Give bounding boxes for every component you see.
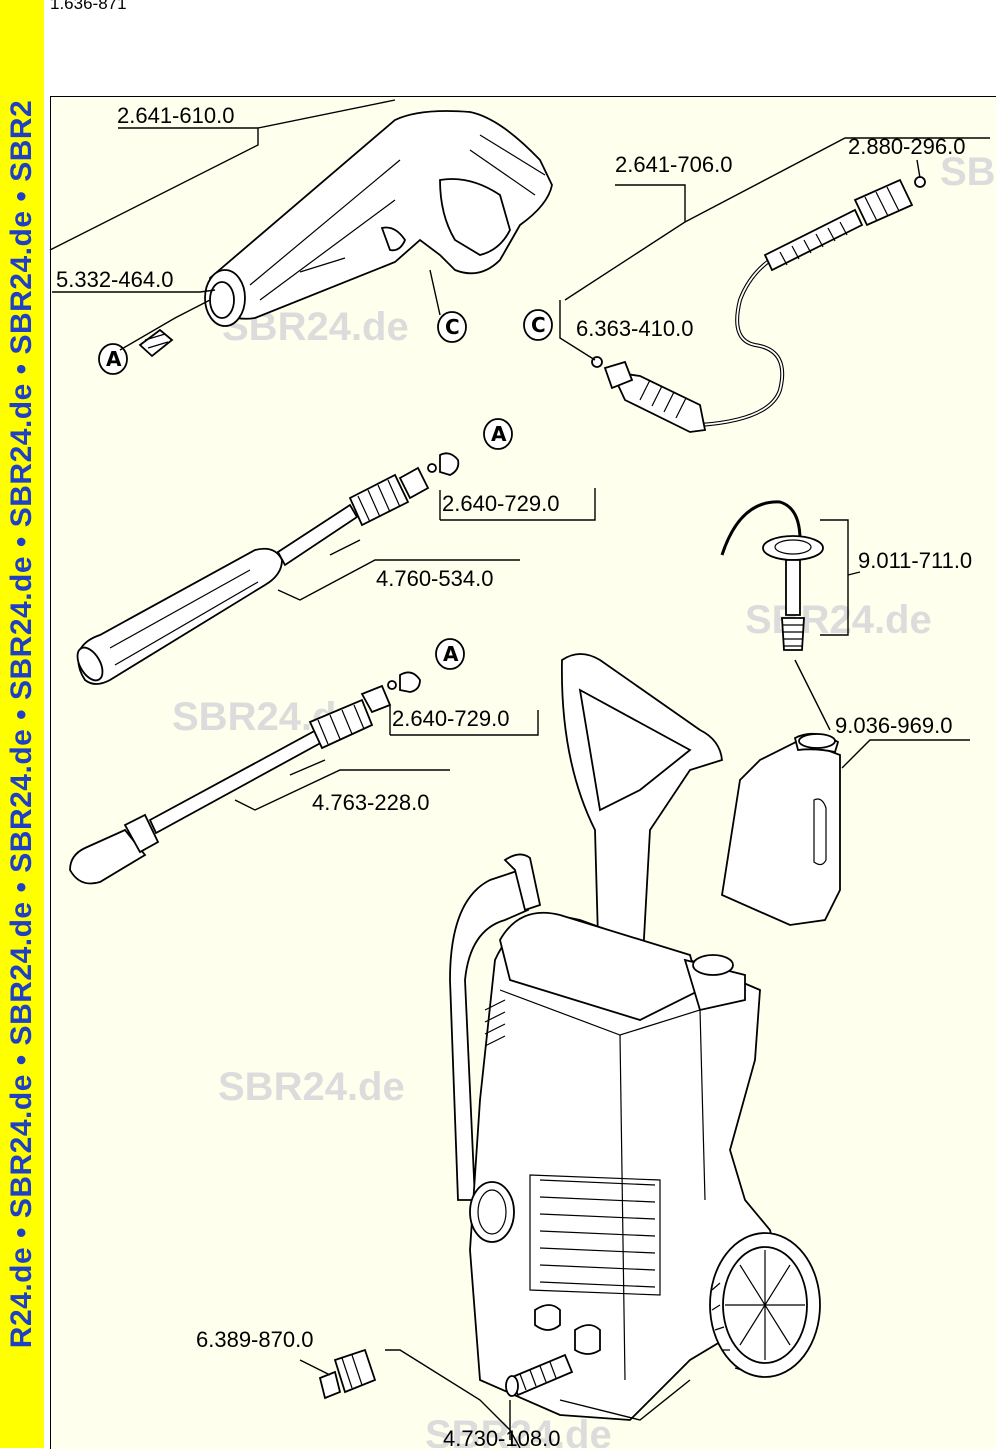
leader-line [684, 137, 990, 223]
high-pressure-hose-drawing [591, 176, 926, 433]
leader-line [559, 300, 596, 361]
connection-mark-c [523, 309, 553, 341]
connection-mark-c-label: C [445, 315, 460, 339]
connection-mark-c-label: C [531, 313, 546, 337]
leader-line [52, 289, 216, 293]
part-label-detergent-tank: 9.036-969.0 [835, 713, 952, 738]
leader-line [794, 659, 831, 731]
water-coupling-drawing [318, 1348, 377, 1400]
leader-line [847, 571, 861, 576]
watermark-text: SBR24.de [218, 1065, 405, 1109]
part-label-trigger-gun: 2.641-610.0 [117, 103, 234, 128]
trigger-gun-drawing [138, 110, 553, 358]
part-label-vario-lance: 4.760-534.0 [376, 566, 493, 591]
part-label-hose: 2.641-706.0 [615, 152, 732, 177]
vario-lance-drawing [76, 452, 460, 685]
document-number: 1.636-871 [50, 0, 127, 13]
leader-line [289, 759, 326, 776]
connection-mark-a [435, 638, 465, 670]
part-label-gun-insert: 5.332-464.0 [56, 267, 173, 292]
part-label-hose-oring: 6.363-410.0 [576, 316, 693, 341]
leader-line [49, 127, 259, 251]
leader-line [390, 710, 539, 736]
connection-mark-c [437, 311, 467, 343]
leader-line [119, 299, 211, 351]
part-label-dirt-blaster-lance: 4.763-228.0 [312, 790, 429, 815]
watermark-side-band: R24.de • SBR24.de • SBR24.de • SBR24.de … [0, 0, 44, 1448]
detergent-suction-drawing [720, 500, 824, 651]
leader-line [234, 769, 450, 811]
part-label-water-filter: 4.730-108.0 [443, 1426, 560, 1448]
leader-line [564, 184, 686, 301]
leader-line [440, 488, 596, 521]
connection-mark-a-label: A [106, 347, 122, 371]
connection-mark-a [98, 343, 128, 375]
connection-mark-a [483, 418, 513, 450]
pressure-washer-unit-drawing [449, 653, 821, 1421]
connection-mark-a-label: A [491, 422, 507, 446]
leader-line [385, 1349, 521, 1448]
watermark-text: SBR24.de [425, 1413, 612, 1448]
leader-line [916, 159, 921, 179]
detergent-tank-drawing [721, 732, 841, 926]
leader-line [329, 539, 361, 556]
part-label-hose-seal: 2.880-296.0 [848, 134, 965, 159]
water-filter-drawing [505, 1353, 574, 1397]
leader-line [257, 99, 396, 129]
leader-line [841, 739, 970, 769]
leader-line [559, 1379, 691, 1421]
part-label-adapter-2: 2.640-729.0 [392, 706, 509, 731]
dirt-blaster-lance-drawing [69, 671, 421, 885]
part-label-adapter-1: 2.640-729.0 [442, 491, 559, 516]
connection-mark-a-label: A [443, 642, 459, 666]
leader-line [299, 1359, 331, 1376]
part-label-detergent-suction: 9.011-711.0 [858, 548, 972, 573]
leader-line [277, 559, 520, 601]
watermark-text: SBR24.de [940, 150, 996, 194]
part-label-water-coupling: 6.389-870.0 [196, 1327, 313, 1352]
leader-line [429, 269, 441, 316]
leader-line [820, 519, 849, 636]
